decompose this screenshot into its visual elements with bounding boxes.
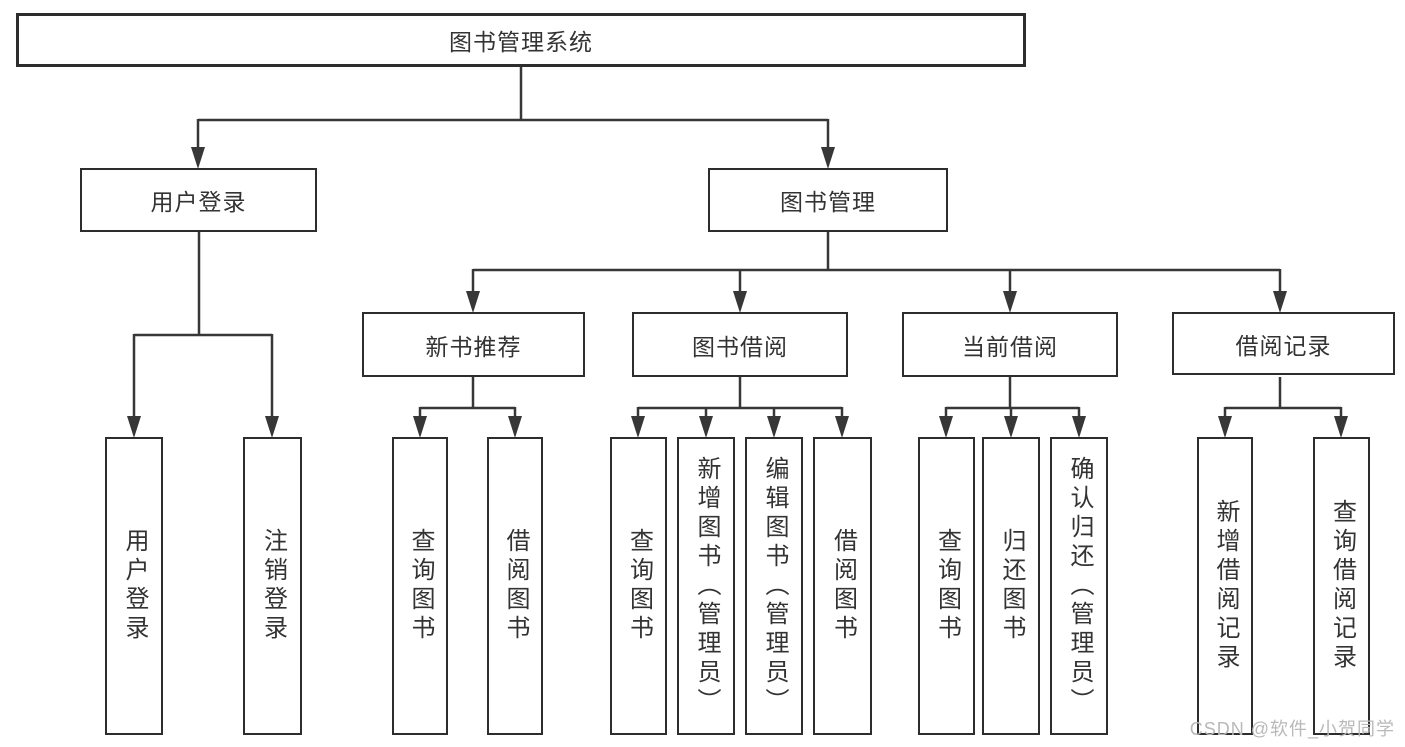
node-leaf-edit-book-admin-label: 编辑图书（管理员） bbox=[761, 455, 788, 717]
node-leaf-add-borrow-record: 新增借阅记录 bbox=[1197, 437, 1253, 735]
node-current-borrow: 当前借阅 bbox=[902, 312, 1118, 377]
node-leaf-add-book-admin: 新增图书（管理员） bbox=[677, 437, 735, 735]
node-current-borrow-label: 当前借阅 bbox=[962, 333, 1058, 360]
node-leaf-edit-book-admin: 编辑图书（管理员） bbox=[745, 437, 803, 735]
node-root-system-label: 图书管理系统 bbox=[449, 29, 593, 55]
node-leaf-user-login: 用户登录 bbox=[105, 437, 163, 735]
node-book-management-label: 图书管理 bbox=[780, 189, 876, 215]
node-leaf-borrow-books-2-label: 借阅图书 bbox=[829, 528, 857, 644]
node-leaf-add-borrow-record-label: 新增借阅记录 bbox=[1212, 499, 1239, 673]
node-leaf-query-books-current-label: 查询图书 bbox=[933, 528, 961, 644]
node-book-management: 图书管理 bbox=[708, 168, 948, 232]
node-user-login: 用户登录 bbox=[80, 168, 317, 232]
node-leaf-borrow-books-recommend-label: 借阅图书 bbox=[502, 528, 529, 644]
node-new-book-recommend: 新书推荐 bbox=[362, 312, 585, 377]
node-borrow-records: 借阅记录 bbox=[1172, 312, 1395, 375]
node-leaf-return-books-label: 归还图书 bbox=[998, 528, 1025, 644]
node-borrow-records-label: 借阅记录 bbox=[1235, 332, 1332, 359]
watermark-text: CSDN @软件_小贺同学 bbox=[1189, 719, 1395, 739]
node-leaf-query-books-current: 查询图书 bbox=[918, 437, 975, 735]
node-new-book-recommend-label: 新书推荐 bbox=[425, 333, 522, 360]
node-leaf-user-login-label: 用户登录 bbox=[121, 528, 148, 644]
node-leaf-logout-label: 注销登录 bbox=[259, 528, 287, 644]
node-leaf-query-borrow-record-label: 查询借阅记录 bbox=[1328, 499, 1356, 673]
node-leaf-query-books-borrow: 查询图书 bbox=[610, 437, 667, 735]
node-leaf-confirm-return-admin-label: 确认归还（管理员） bbox=[1066, 455, 1093, 717]
node-leaf-query-books-recommend: 查询图书 bbox=[392, 437, 448, 735]
node-book-borrow: 图书借阅 bbox=[632, 312, 848, 377]
node-leaf-borrow-books-recommend: 借阅图书 bbox=[487, 437, 543, 735]
node-root-system: 图书管理系统 bbox=[16, 13, 1026, 67]
node-leaf-return-books: 归还图书 bbox=[982, 437, 1040, 735]
node-leaf-borrow-books-2: 借阅图书 bbox=[813, 437, 872, 735]
node-leaf-add-book-admin-label: 新增图书（管理员） bbox=[693, 455, 720, 717]
node-leaf-confirm-return-admin: 确认归还（管理员） bbox=[1050, 437, 1108, 735]
node-book-borrow-label: 图书借阅 bbox=[692, 333, 788, 360]
node-leaf-logout: 注销登录 bbox=[243, 437, 302, 735]
node-user-login-label: 用户登录 bbox=[150, 189, 247, 215]
node-leaf-query-books-recommend-label: 查询图书 bbox=[407, 528, 434, 644]
node-leaf-query-books-borrow-label: 查询图书 bbox=[625, 528, 653, 644]
node-leaf-query-borrow-record: 查询借阅记录 bbox=[1313, 437, 1370, 735]
